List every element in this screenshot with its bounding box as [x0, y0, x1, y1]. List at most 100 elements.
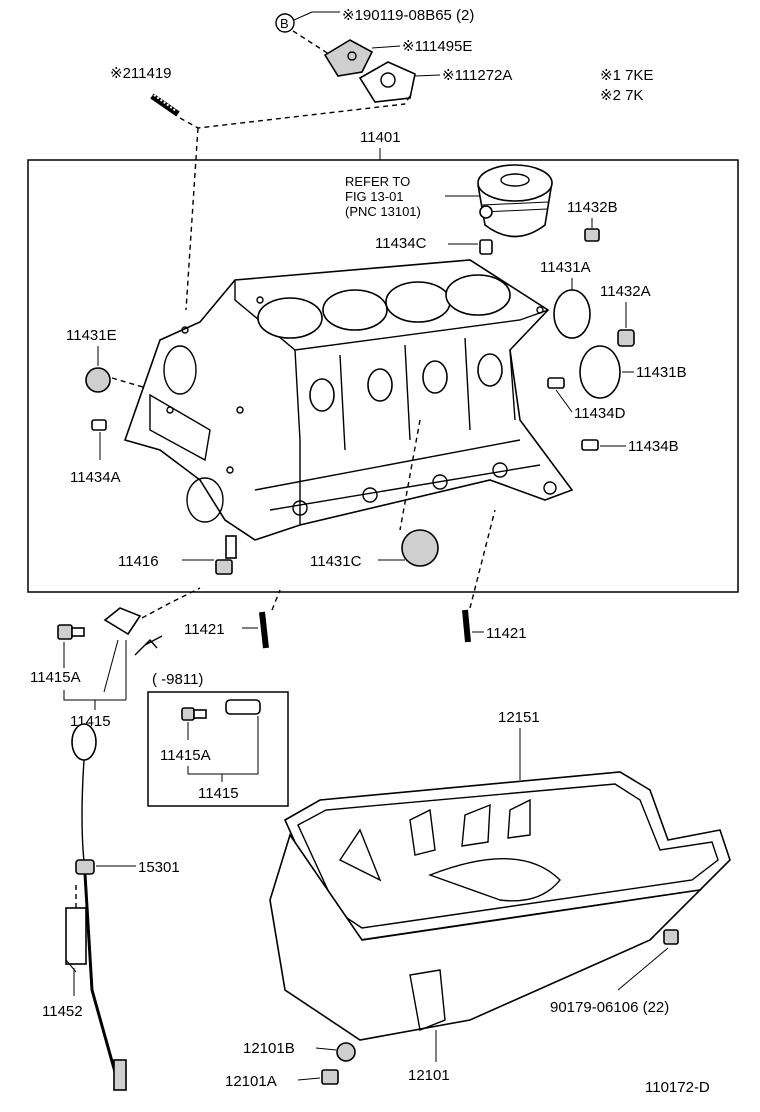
oil-pan-group: 12151 90179-06106 (22) 12101B 12101A 121…: [42, 709, 731, 1091]
label-90179-06106: 90179-06106 (22): [550, 999, 669, 1016]
gasket-111272a: [358, 61, 416, 103]
gasket-inner: [297, 783, 719, 929]
label-11434a: 11434A: [70, 469, 121, 486]
label-11432a: 11432A: [600, 283, 651, 300]
dash-stud-to-gasket: [179, 103, 406, 129]
label-11434c: 11434C: [375, 235, 427, 252]
label-12101b: 12101B: [243, 1040, 295, 1057]
label-11401: 11401: [360, 129, 401, 146]
pan-baffle-2: [409, 808, 436, 856]
leader-b: [293, 11, 313, 21]
circle-b-letter: B: [280, 16, 289, 31]
inset-bracket: [187, 716, 259, 775]
circle-b-marker: [275, 13, 295, 33]
bolt-11415-sleeve: [103, 607, 142, 636]
label-11421-right: 11421: [486, 625, 527, 642]
mid-hardware-group: 11421 11421 11415A 11415 ( -9811) 11415A…: [30, 509, 527, 807]
pan-baffle-1: [338, 828, 382, 882]
bracket-11415: [63, 690, 126, 701]
inset-sleeve: [225, 699, 261, 715]
plug-11431c: [401, 529, 439, 567]
inset-bolt-head: [181, 707, 195, 721]
plate-hole: [347, 51, 357, 61]
pin-11434d: [547, 377, 565, 389]
inset-frame: [147, 691, 289, 807]
bolt-11416-head: [215, 559, 233, 575]
bolt-90179: [663, 929, 679, 945]
block-group: 11401 REFER TO FIG 13-01 (PNC 13101) 114…: [27, 129, 739, 593]
engine-block-icon: [123, 259, 574, 541]
dash-11431c: [399, 419, 421, 531]
dash-stud-down: [185, 127, 199, 311]
dipstick-icon: [65, 723, 127, 1091]
inset-label-11415: 11415: [198, 785, 239, 802]
inset-bolt-shank: [193, 709, 207, 719]
stud-11421-right: [462, 609, 471, 643]
pin-11434b: [581, 439, 599, 451]
plug-12101a: [321, 1069, 339, 1085]
dash-gasket: [404, 95, 411, 105]
gasket-hole: [380, 72, 396, 88]
bolt-11415a-shank: [71, 627, 85, 637]
bolt-11415a-head: [57, 624, 73, 640]
plug-11431a: [553, 289, 591, 339]
stud-11421-left: [259, 611, 269, 649]
label-11431a: 11431A: [540, 259, 591, 276]
leader-12101b: [315, 1047, 337, 1051]
label-11434d: 11434D: [574, 405, 626, 422]
label-111272a: ※111272A: [442, 67, 512, 84]
stud-211419: [150, 93, 180, 117]
range-note: ( -9811): [152, 671, 203, 688]
label-11432b: 11432B: [567, 199, 618, 216]
stud-thread: [153, 94, 177, 112]
leader-111495e: [371, 45, 401, 49]
note-2-7k: ※2 7K: [600, 87, 643, 104]
inset-label-11415a: 11415A: [160, 747, 211, 764]
pan-rib: [409, 969, 446, 1031]
label-11431e: 11431E: [66, 327, 117, 344]
label-11415a: 11415A: [30, 669, 81, 686]
arrow-marker: [134, 635, 163, 656]
label-11416: 11416: [118, 553, 159, 570]
label-15301: 15301: [138, 859, 180, 876]
label-12151: 12151: [498, 709, 540, 726]
plug-12101b: [336, 1042, 356, 1062]
pin-11434a: [91, 419, 107, 431]
leader-90179: [617, 947, 669, 991]
label-211419: ※211419: [110, 65, 172, 82]
plug-11432a: [617, 329, 635, 347]
dash-11415: [141, 587, 201, 619]
dash-11421-right: [469, 509, 496, 609]
label-11431b: 11431B: [636, 364, 687, 381]
leader-11415-sleeve: [103, 639, 127, 700]
label-90119-08b65: ※190119-08B65 (2): [342, 7, 474, 24]
plug-11431e: [85, 367, 111, 393]
leader-12101a: [297, 1077, 321, 1081]
refer-line-1: REFER TO: [345, 174, 410, 189]
pan-baffle-4: [507, 798, 531, 839]
refer-line-2: FIG 13-01: [345, 189, 404, 204]
label-12101: 12101: [408, 1067, 450, 1084]
pin-11434c: [479, 239, 493, 255]
pan-baffle-3: [461, 803, 491, 847]
leader-111272a: [414, 74, 441, 77]
dash-11421-left: [271, 589, 281, 611]
top-hardware-group: B ※190119-08B65 (2) ※111495E ※111272A ※1…: [110, 7, 653, 311]
label-12101a: 12101A: [225, 1073, 277, 1090]
figure-id: 110172-D: [645, 1079, 710, 1096]
refer-line-3: (PNC 13101): [345, 204, 421, 219]
leader-11434d: [555, 389, 573, 413]
note-1-7ke: ※1 7KE: [600, 67, 653, 84]
bolt-11416-shank: [225, 535, 237, 559]
block-frame: [27, 159, 739, 593]
label-111495e: ※111495E: [402, 38, 472, 55]
plug-11431b: [579, 345, 621, 399]
label-11434b: 11434B: [628, 438, 679, 455]
label-11452: 11452: [42, 1003, 83, 1020]
pan-sump: [427, 857, 561, 902]
oil-pan-12101: [269, 833, 703, 1041]
piston-icon: [477, 164, 553, 238]
plug-11432b: [584, 228, 600, 242]
